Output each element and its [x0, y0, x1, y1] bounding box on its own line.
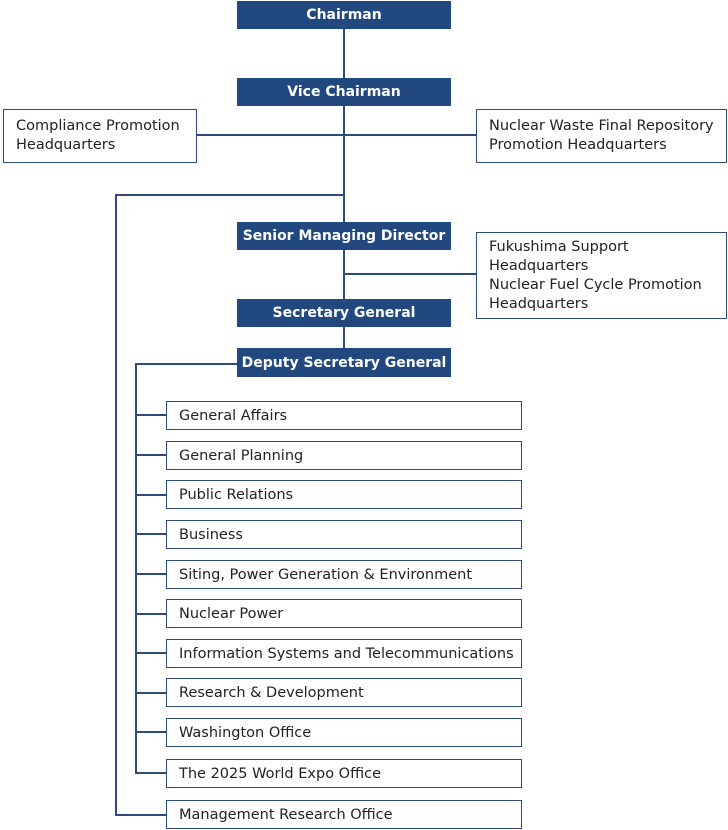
dept-stub [135, 454, 166, 456]
dept-label: General Affairs [179, 407, 288, 424]
dept-label: General Planning [179, 447, 304, 464]
dept-general-affairs: General Affairs [166, 401, 522, 430]
dept-stub [135, 692, 166, 694]
management-research-office-box: Management Research Office [166, 800, 522, 829]
dept-general-planning: General Planning [166, 441, 522, 470]
nuclear-waste-line-2: Promotion Headquarters [489, 137, 667, 153]
dept-label: Washington Office [179, 724, 312, 741]
dept-stub [135, 573, 166, 575]
dept-stub [135, 772, 166, 774]
secretary-general-box: Secretary General [237, 299, 451, 327]
compliance-line-1: Compliance Promotion [16, 118, 180, 134]
connector-mro-vertical [115, 194, 117, 815]
fukushima-fuel-cycle-hq-box: Fukushima Support Headquarters Nuclear F… [476, 232, 727, 319]
nuclear-waste-hq-box: Nuclear Waste Final Repository Promotion… [476, 109, 727, 163]
deputy-secretary-general-box: Deputy Secretary General [237, 348, 451, 377]
chairman-box: Chairman [237, 1, 451, 29]
connector-dept-horizontal [135, 363, 237, 365]
dept-stub [135, 613, 166, 615]
compliance-promotion-hq-box: Compliance Promotion Headquarters [3, 109, 197, 163]
dept-world-expo-office: The 2025 World Expo Office [166, 759, 522, 788]
dept-public-relations: Public Relations [166, 480, 522, 509]
dept-washington-office: Washington Office [166, 718, 522, 747]
dept-siting-power-environment: Siting, Power Generation & Environment [166, 560, 522, 589]
dept-business: Business [166, 520, 522, 549]
fukushima-line-4: Headquarters [489, 295, 589, 312]
dept-label: The 2025 World Expo Office [179, 765, 382, 782]
vice-chairman-box: Vice Chairman [237, 78, 451, 106]
dept-label: Public Relations [179, 486, 294, 503]
dept-stub [135, 494, 166, 496]
dept-nuclear-power: Nuclear Power [166, 599, 522, 628]
senior-managing-director-box: Senior Managing Director [237, 222, 451, 250]
connector-main-vertical [343, 28, 345, 350]
dept-stub [135, 533, 166, 535]
fukushima-line-2: Headquarters [489, 257, 589, 274]
dept-label: Management Research Office [179, 806, 393, 823]
dept-label: Business [179, 526, 243, 543]
dept-stub [135, 414, 166, 416]
dept-label: Research & Development [179, 684, 364, 701]
dept-label: Nuclear Power [179, 605, 284, 622]
connector-mro-stub [115, 814, 166, 816]
dept-information-systems: Information Systems and Telecommunicatio… [166, 639, 522, 668]
dept-stub [135, 652, 166, 654]
dept-research-development: Research & Development [166, 678, 522, 707]
dept-stub [135, 731, 166, 733]
fukushima-line-3: Nuclear Fuel Cycle Promotion [489, 276, 702, 293]
connector-dept-vertical [135, 363, 137, 774]
connector-side-horizontal [196, 134, 477, 136]
compliance-line-2: Headquarters [16, 137, 116, 153]
nuclear-waste-line-1: Nuclear Waste Final Repository [489, 118, 714, 134]
dept-label: Information Systems and Telecommunicatio… [179, 645, 514, 662]
connector-mro-horizontal [115, 194, 344, 196]
connector-fukushima-horizontal [344, 273, 477, 275]
fukushima-line-1: Fukushima Support [489, 238, 629, 255]
dept-label: Siting, Power Generation & Environment [179, 566, 473, 583]
